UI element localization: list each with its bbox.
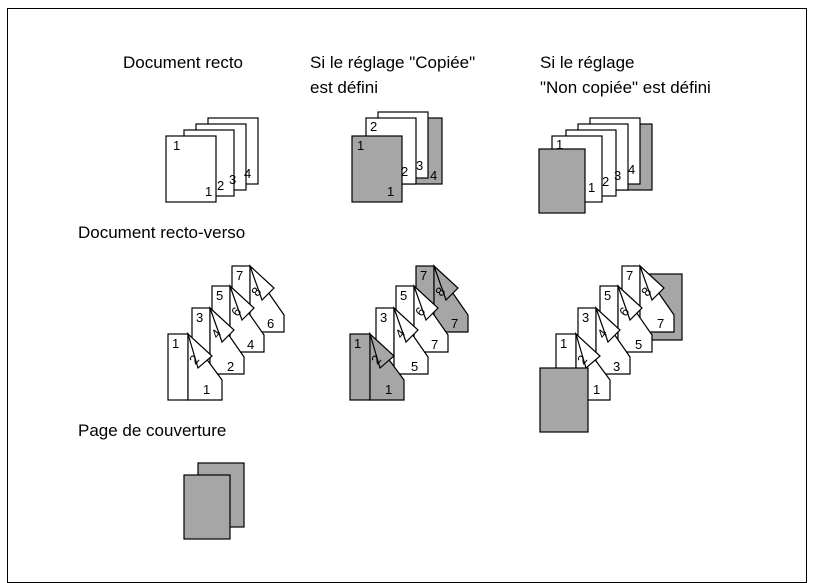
duplex-stack: 7 6 5 4 3 2 1 1 8 6 4 2 — [167, 264, 285, 401]
page-number: 1 — [203, 382, 210, 397]
page-number: 1 — [387, 184, 394, 199]
page-number: 5 — [216, 288, 223, 303]
header-simplex: Document recto — [123, 53, 243, 72]
page-number: 7 — [626, 268, 633, 283]
page-number: 4 — [244, 166, 251, 181]
header-copied-line1: Si le réglage "Copiée" — [310, 53, 476, 72]
page-number: 7 — [657, 316, 664, 331]
page-number: 6 — [267, 316, 274, 331]
page-number: 4 — [430, 168, 437, 183]
page-number: 3 — [229, 172, 236, 187]
page-number: 1 — [560, 336, 567, 351]
page-number: 2 — [602, 174, 609, 189]
page-number: 4 — [628, 162, 635, 177]
page-number: 2 — [401, 164, 408, 179]
page-number: 1 — [205, 184, 212, 199]
page-number: 5 — [635, 337, 642, 352]
page-number: 1 — [172, 336, 179, 351]
page-number: 1 — [588, 180, 595, 195]
header-copied-line2: est défini — [310, 78, 379, 97]
simplex-copied-stack: 2 1 1 2 3 4 — [351, 111, 443, 203]
page-number: 3 — [416, 158, 423, 173]
page-number: 4 — [247, 337, 254, 352]
page-number: 5 — [411, 359, 418, 374]
page-number: 5 — [604, 288, 611, 303]
cover-sheets — [183, 462, 245, 540]
page-number: 1 — [357, 138, 364, 153]
page-number: 3 — [613, 359, 620, 374]
page-number: 2 — [227, 359, 234, 374]
page-number: 7 — [420, 268, 427, 283]
page-number: 3 — [196, 310, 203, 325]
simplex-stack: 1 1 2 3 4 — [165, 117, 259, 203]
simplex-not-copied-stack: 1 1 2 3 4 — [538, 117, 653, 214]
page-number: 1 — [556, 137, 563, 152]
duplex-not-copied-stack: 7 7 5 5 3 3 1 1 8 6 4 2 — [539, 264, 683, 433]
row-label-cover: Page de couverture — [78, 421, 227, 440]
row-label-duplex: Document recto-verso — [78, 223, 246, 242]
page-number: 2 — [217, 178, 224, 193]
page-number: 2 — [370, 119, 377, 134]
page-number: 3 — [380, 310, 387, 325]
page-number: 5 — [400, 288, 407, 303]
page-number: 3 — [614, 168, 621, 183]
header-not-copied-line2: "Non copiée" est défini — [540, 78, 711, 97]
page-number: 1 — [593, 382, 600, 397]
page-number: 1 — [354, 336, 361, 351]
page-number: 7 — [451, 316, 458, 331]
page-number: 7 — [431, 337, 438, 352]
page-number: 7 — [236, 268, 243, 283]
page-number: 1 — [385, 382, 392, 397]
duplex-copied-stack: 7 7 5 7 3 5 1 1 8 6 4 2 — [349, 264, 469, 401]
page-number: 3 — [582, 310, 589, 325]
page-number: 1 — [173, 138, 180, 153]
header-not-copied-line1: Si le réglage — [540, 53, 635, 72]
